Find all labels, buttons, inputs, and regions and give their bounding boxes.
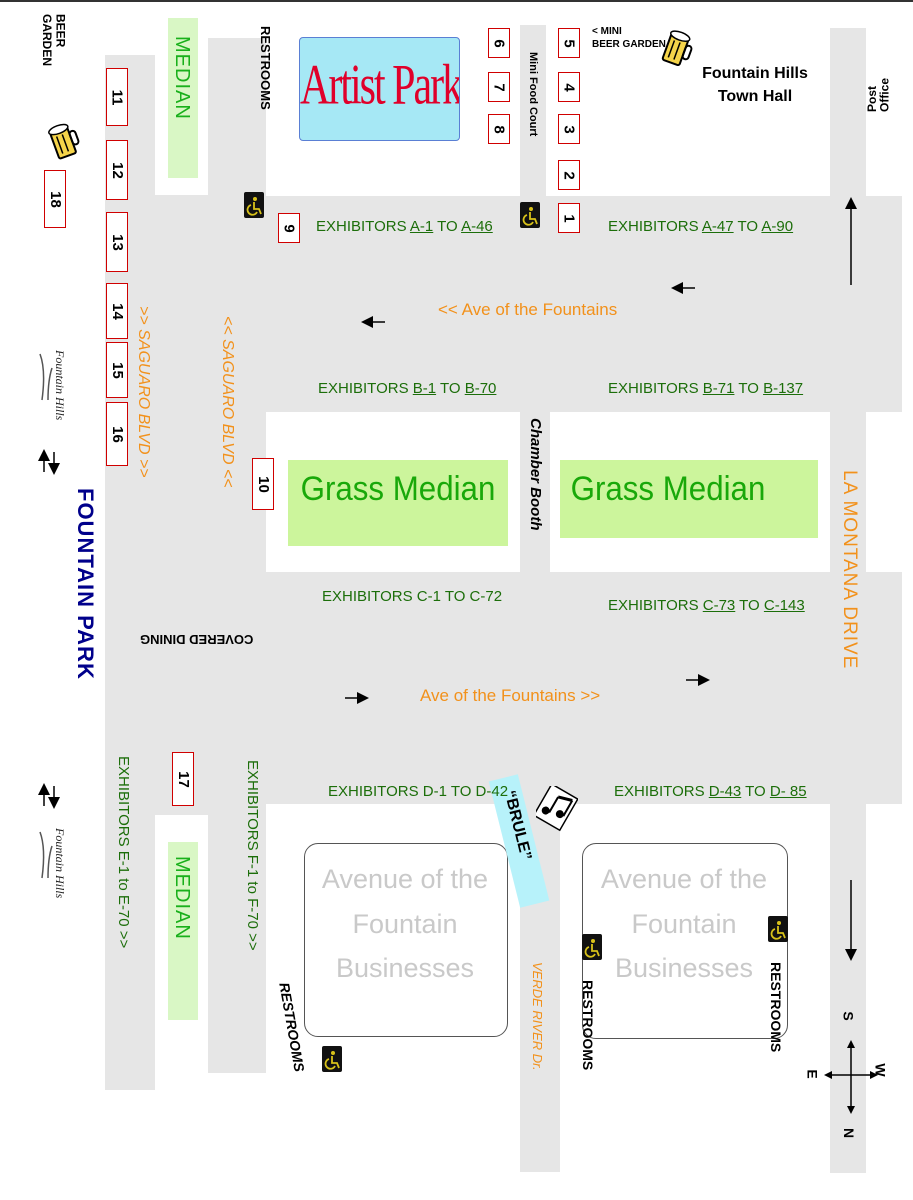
saguaro-blvd-east-label: << SAGUARO BLVD <<	[219, 316, 236, 488]
booth-17[interactable]: 17	[172, 752, 194, 806]
booth-13[interactable]: 13	[106, 212, 128, 272]
booth-15[interactable]: 15	[106, 342, 128, 398]
exhibitors-b-west: EXHIBITORS B-1 TO B-70	[318, 380, 497, 397]
restrooms-east-label: RESTROOMS	[768, 962, 784, 1053]
median-north	[168, 18, 198, 178]
exhibitors-a-west: EXHIBITORS A-1 TO A-46	[316, 218, 493, 235]
artist-parking-lot: Artist Parking	[299, 37, 460, 141]
compass-rose-icon	[824, 1040, 878, 1114]
median-north-label: MEDIAN	[171, 36, 193, 120]
town-hall-block	[705, 18, 820, 186]
booth-16[interactable]: 16	[106, 402, 128, 466]
saguaro-crossing	[105, 195, 266, 815]
compass-e: E	[804, 1069, 821, 1079]
exhibitors-f: EXHIBITORS F-1 to F-70 >>	[244, 760, 261, 951]
business-block-east-label: Avenue of the Fountain Businesses	[600, 864, 768, 984]
restrooms-verde-label: RESTROOMS	[580, 980, 596, 1071]
ave-fountains-north-label: << Ave of the Fountains	[438, 300, 618, 319]
exhibitors-d-west: EXHIBITORS D-1 TO D-42	[328, 783, 509, 800]
la-montana-road	[830, 28, 866, 1173]
booth-18[interactable]: 18	[44, 170, 66, 228]
booth-11[interactable]: 11	[106, 68, 128, 126]
exhibitors-b-east: EXHIBITORS B-71 TO B-137	[608, 380, 804, 397]
beer-garden-label: BEER GARDEN	[40, 14, 68, 67]
grass-median-west-label: Grass Median	[300, 470, 496, 508]
booth-12[interactable]: 12	[106, 140, 128, 200]
grass-median-east-label: Grass Median	[570, 470, 766, 508]
restrooms-top-label: RESTROOMS	[258, 26, 273, 110]
svg-text:Fountain Hills: Fountain Hills	[53, 827, 67, 899]
exhibitors-c-west: EXHIBITORS C-1 TO C-72	[322, 588, 503, 605]
accessible-restroom-icon	[244, 192, 264, 218]
booth-9[interactable]: 9	[278, 213, 300, 243]
compass-w: W	[872, 1063, 889, 1077]
fountain-park-label: FOUNTAIN PARK	[73, 488, 98, 680]
compass-s: S	[840, 1011, 857, 1021]
music-notes-icon	[532, 783, 579, 832]
ave-of-the-fountains-north-road	[266, 196, 902, 412]
booth-14[interactable]: 14	[106, 283, 128, 339]
booth-8[interactable]: 8	[488, 114, 510, 144]
top-border	[0, 0, 913, 2]
booth-1[interactable]: 1	[558, 203, 580, 233]
beer-mug-icon	[660, 30, 694, 72]
verde-river-label: VERDE RIVER Dr.	[530, 962, 545, 1071]
accessible-verde-icon	[582, 934, 602, 960]
mini-food-court-strip	[520, 25, 546, 235]
accessible-east-icon	[768, 916, 788, 942]
median-south-label: MEDIAN	[171, 856, 193, 940]
exhibitors-c-east: EXHIBITORS C-73 TO C-143	[608, 597, 805, 614]
accessible-food-court-icon	[520, 202, 540, 228]
median-south	[168, 842, 198, 1020]
booth-3[interactable]: 3	[558, 114, 580, 144]
exhibitors-e: EXHIBITORS E-1 to E-70 >>	[115, 756, 132, 949]
business-block-west	[304, 843, 508, 1037]
beer-garden-mug-icon	[48, 120, 82, 164]
grass-median-east	[560, 460, 818, 538]
booth-7[interactable]: 7	[488, 72, 510, 102]
booth-2[interactable]: 2	[558, 160, 580, 190]
fountain-hills-logo-north: Fountain Hills	[36, 340, 76, 432]
booth-10[interactable]: 10	[252, 458, 274, 510]
accessible-west-icon	[322, 1046, 342, 1072]
svg-text:Fountain Hills: Fountain Hills	[53, 349, 67, 421]
saguaro-blvd-west-label: >> SAGUARO BLVD >>	[135, 306, 152, 478]
exhibitors-d-east: EXHIBITORS D-43 TO D- 85	[614, 783, 807, 800]
mini-food-court-label: Mini Food Court	[527, 52, 539, 137]
compass-n: N	[841, 1127, 858, 1139]
ave-fountains-south-label: Ave of the Fountains >>	[420, 686, 601, 705]
chamber-booth-label: Chamber Booth	[527, 418, 544, 531]
business-block-west-label: Avenue of the Fountain Businesses	[321, 864, 489, 984]
booth-6[interactable]: 6	[488, 28, 510, 58]
booth-5[interactable]: 5	[558, 28, 580, 58]
grass-median-west	[288, 460, 508, 546]
mini-beer-garden-label: < MINI BEER GARDEN	[592, 26, 666, 50]
chamber-booth-strip	[520, 410, 550, 575]
la-montana-drive-label: LA MONTANA DRIVE	[839, 470, 860, 670]
fountain-hills-logo-south: Fountain Hills	[36, 818, 76, 910]
ave-of-the-fountains-south-road	[266, 572, 902, 804]
artist-parking-label: Artist Parking	[300, 54, 460, 118]
exhibitors-a-east: EXHIBITORS A-47 TO A-90	[608, 218, 794, 235]
town-hall-label: Fountain Hills Town Hall	[702, 65, 808, 106]
booth-4[interactable]: 4	[558, 72, 580, 102]
